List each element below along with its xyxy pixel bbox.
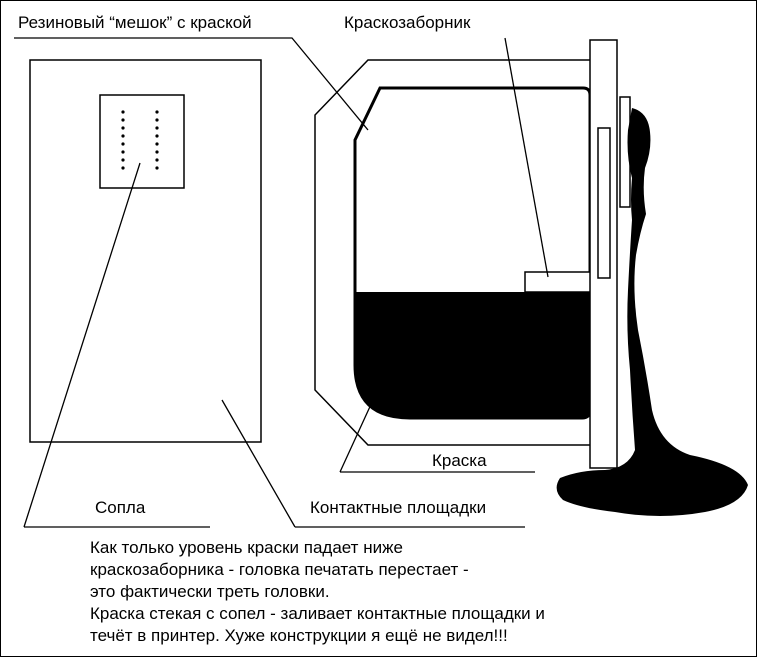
- caption-line: Краска стекая с сопел - заливает контакт…: [90, 604, 545, 623]
- caption-line: течёт в принтер. Хуже конструкции я ещё …: [90, 626, 508, 645]
- nozzle-strip: [597, 127, 611, 279]
- caption-line: Как только уровень краски падает ниже: [90, 538, 403, 557]
- leader-pickup: [504, 37, 549, 278]
- caption-text: Как только уровень краски падает ниже кр…: [90, 537, 545, 647]
- leader-ink: [339, 399, 535, 473]
- leader-nozzles: [23, 162, 210, 528]
- label-rubber-bag: Резиновый “мешок” с краской: [18, 13, 252, 33]
- caption-line: это фактически треть головки.: [90, 582, 330, 601]
- printhead-outline: [29, 59, 262, 443]
- ink-fill: [355, 292, 590, 418]
- caption-line: краскозаборника - головка печатать перес…: [90, 560, 469, 579]
- leaking-ink: [556, 108, 748, 516]
- leader-contacts: [221, 399, 525, 528]
- label-nozzles: Сопла: [95, 498, 146, 518]
- label-ink: Краска: [432, 451, 487, 470]
- leader-lines: [14, 37, 549, 528]
- label-contact-pads: Контактные площадки: [310, 498, 487, 518]
- label-ink-pickup: Краскозаборник: [344, 13, 471, 33]
- nozzle-plate: [99, 94, 185, 189]
- nozzle-dots: [121, 110, 159, 170]
- leader-bag: [14, 37, 369, 131]
